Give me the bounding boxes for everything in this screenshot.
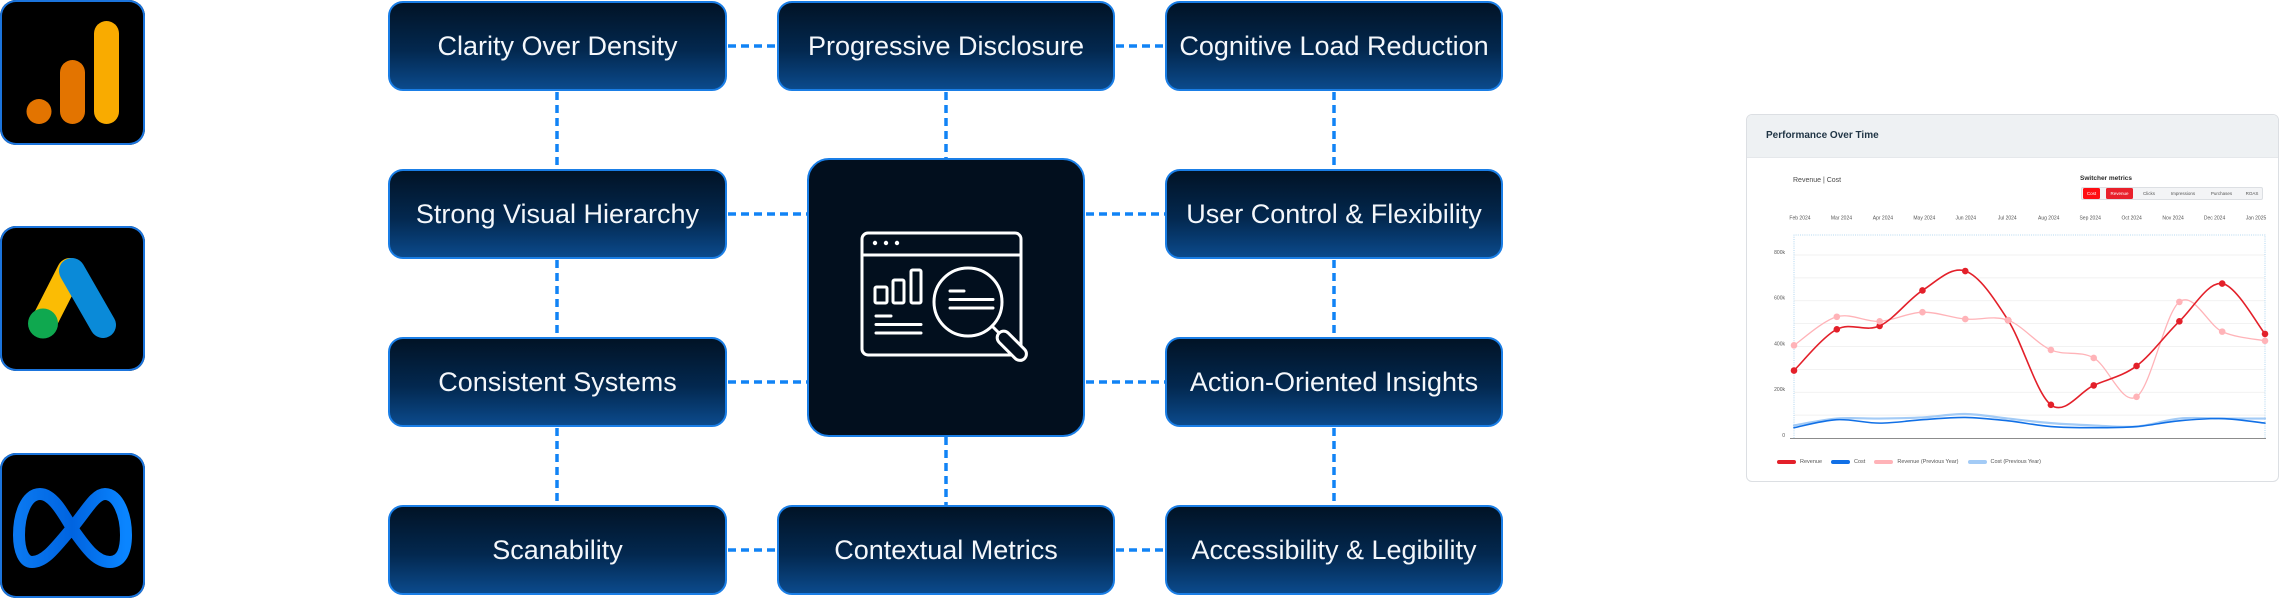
legend-label: Cost xyxy=(1854,459,1866,465)
x-tick-label: Jul 2024 xyxy=(1998,215,2017,221)
chart-legend: Revenue Cost Revenue (Previous Year) Cos… xyxy=(1777,459,2041,465)
x-tick-label: Oct 2024 xyxy=(2121,215,2142,221)
switch-cost-button[interactable]: Cost xyxy=(2083,188,2100,199)
meta-icon xyxy=(13,488,132,568)
plot-frame xyxy=(1793,234,2266,438)
principle-user-control-flexibility: User Control & Flexibility xyxy=(1165,169,1503,259)
switch-roas-button[interactable]: ROAS xyxy=(2245,191,2259,196)
principle-label: Accessibility & Legibility xyxy=(1191,534,1477,565)
data-point xyxy=(1833,326,1841,333)
legend-label: Revenue xyxy=(1800,459,1823,465)
x-tick-label: Feb 2024 xyxy=(1789,215,1810,221)
switch-revenue-button[interactable]: Revenue xyxy=(2106,188,2133,199)
principle-label: Action-Oriented Insights xyxy=(1189,366,1479,397)
principle-label: Consistent Systems xyxy=(438,366,677,397)
data-point xyxy=(2176,298,2183,306)
legend-swatch xyxy=(1967,460,1987,464)
data-point xyxy=(1919,287,1926,294)
data-point xyxy=(2133,393,2140,401)
google-analytics-icon xyxy=(26,21,119,124)
x-tick-label: Nov 2024 xyxy=(2162,215,2184,221)
switch-purchases-button[interactable]: Purchases xyxy=(2210,191,2233,196)
legend-swatch xyxy=(1874,460,1894,464)
principle-label: Scanability xyxy=(492,534,623,565)
y-tick-label: 200k xyxy=(1774,387,1785,393)
principle-label: Cognitive Load Reduction xyxy=(1179,30,1489,61)
data-point xyxy=(2047,346,2055,354)
principle-clarity-over-density: Clarity Over Density xyxy=(388,1,727,91)
legend-swatch xyxy=(1777,460,1796,464)
data-point xyxy=(1876,318,1883,325)
panel-title: Performance Over Time xyxy=(1766,130,1879,141)
x-tick-label: Dec 2024 xyxy=(2204,215,2226,221)
principle-contextual-metrics: Contextual Metrics xyxy=(777,505,1115,595)
data-point xyxy=(1961,315,1969,323)
data-point xyxy=(2261,337,2269,345)
legend-swatch xyxy=(1831,460,1851,464)
legend-label: Cost (Previous Year) xyxy=(1990,459,2041,465)
analytics-dashboard-magnifier-icon xyxy=(860,231,1028,362)
principle-consistent-systems: Consistent Systems xyxy=(388,337,727,427)
principle-label: Clarity Over Density xyxy=(437,30,678,61)
legend-item-cost[interactable]: Cost xyxy=(1831,459,1865,465)
data-point xyxy=(1790,367,1798,374)
principle-accessibility-legibility: Accessibility & Legibility xyxy=(1165,505,1503,595)
principle-label: Progressive Disclosure xyxy=(807,30,1085,61)
series-line-revenue xyxy=(1793,269,2266,409)
principle-action-oriented-insights: Action-Oriented Insights xyxy=(1165,337,1503,427)
google-ads-logo xyxy=(0,226,145,371)
data-point xyxy=(1876,322,1883,330)
performance-chart-panel: 0 200k 400k 600k 800k Feb 2024 Mar 2024 Apr 202… xyxy=(1746,114,2279,482)
google-analytics-logo xyxy=(0,0,145,145)
data-point xyxy=(2090,382,2098,389)
google-ads-icon xyxy=(28,258,116,339)
x-tick-label: May 2024 xyxy=(1913,215,1935,221)
data-point xyxy=(1919,308,1926,316)
y-tick-label: 800k xyxy=(1774,250,1785,256)
x-tick-label: Jun 2024 xyxy=(1956,215,1977,221)
data-point xyxy=(2090,354,2098,362)
legend-item-cost-previous-year[interactable]: Cost (Previous Year) xyxy=(1967,459,2041,465)
series-line-cost-previous-year xyxy=(1792,412,2267,429)
x-tick-label: Apr 2024 xyxy=(1873,215,1894,221)
y-tick-label: 600k xyxy=(1774,296,1785,302)
x-tick-label: Sep 2024 xyxy=(2079,215,2101,221)
principle-scanability: Scanability xyxy=(388,505,727,595)
legend-item-revenue[interactable]: Revenue xyxy=(1777,459,1822,465)
legend-item-revenue-previous-year[interactable]: Revenue (Previous Year) xyxy=(1874,459,1959,465)
chart-subtitle: Revenue | Cost xyxy=(1793,177,1842,184)
performance-chart: 0 200k 400k 600k 800k Feb 2024 Mar 2024 Apr 202… xyxy=(1774,215,2269,439)
meta-logo xyxy=(0,453,145,598)
switch-impressions-button[interactable]: Impressions xyxy=(2170,191,2196,196)
x-tick-label: Aug 2024 xyxy=(2038,215,2060,221)
metric-switcher: Cost Revenue Clicks Impressions Purchase… xyxy=(2081,187,2263,200)
switch-clicks-button[interactable]: Clicks xyxy=(2143,191,2155,196)
data-point xyxy=(1961,267,1969,275)
panel-header: Performance Over Time xyxy=(1747,115,2278,158)
data-point xyxy=(1790,342,1798,349)
data-point xyxy=(1833,313,1841,321)
data-point xyxy=(2218,328,2226,335)
y-tick-label: 400k xyxy=(1774,341,1785,347)
legend-label: Revenue (Previous Year) xyxy=(1897,459,1959,465)
data-point xyxy=(2004,316,2012,324)
data-point xyxy=(2218,280,2226,287)
series-line-cost xyxy=(1793,416,2266,429)
central-hub xyxy=(807,158,1085,437)
principle-label: User Control & Flexibility xyxy=(1186,198,1482,229)
x-tick-label: Jan 2025 xyxy=(2246,215,2267,221)
principle-progressive-disclosure: Progressive Disclosure xyxy=(777,1,1115,91)
y-tick-label: 0 xyxy=(1782,433,1785,439)
principle-strong-visual-hierarchy: Strong Visual Hierarchy xyxy=(388,169,727,259)
series-line-revenue-previous-year xyxy=(1793,299,2266,399)
x-tick-label: Mar 2024 xyxy=(1831,215,1852,221)
data-point xyxy=(2261,330,2269,338)
principle-cognitive-load-reduction: Cognitive Load Reduction xyxy=(1165,1,1503,91)
data-point xyxy=(2133,362,2140,370)
principle-label: Contextual Metrics xyxy=(834,534,1058,565)
principle-label: Strong Visual Hierarchy xyxy=(415,198,700,229)
data-point xyxy=(2047,401,2055,409)
switcher-label: Switcher metrics xyxy=(2080,175,2133,182)
data-point xyxy=(2176,318,2183,325)
